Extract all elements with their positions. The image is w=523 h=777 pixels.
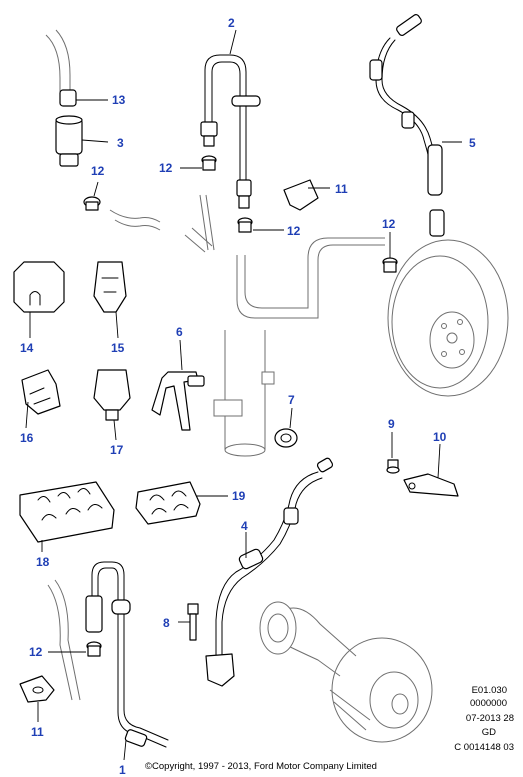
abs-sensor-part-5 (369, 14, 462, 237)
bracket-part-6 (151, 339, 275, 431)
union-part-13 (59, 89, 108, 107)
callout-3: 3 (117, 136, 124, 150)
bolt-part-8 (178, 603, 199, 641)
callout-12-a: 12 (91, 164, 105, 178)
bolt-part-9 (386, 432, 400, 474)
clip-part-17 (93, 369, 131, 441)
clip-part-14 (13, 261, 65, 338)
bolt-part-12-a (83, 181, 101, 211)
callout-5: 5 (469, 136, 476, 150)
clip-part-11-b (19, 675, 55, 722)
callout-2: 2 (228, 16, 235, 30)
hose-end-part-3 (55, 115, 109, 167)
callout-14: 14 (20, 341, 34, 355)
brake-disc (387, 239, 509, 397)
callout-12-e: 12 (29, 645, 43, 659)
callout-12-b: 12 (159, 161, 173, 175)
callout-16: 16 (20, 431, 34, 445)
bolt-part-12-b (180, 155, 217, 171)
ref-line-4: GD (482, 727, 496, 738)
callout-8: 8 (163, 616, 170, 630)
ref-line-2: 0000000 (470, 698, 507, 709)
brake-hose-part-1 (85, 561, 169, 761)
callout-17: 17 (110, 443, 124, 457)
callout-6: 6 (176, 325, 183, 339)
clip-part-15 (93, 261, 127, 339)
bolt-part-12-e (48, 641, 102, 657)
bolt-part-12-d (382, 232, 398, 273)
callout-1: 1 (119, 763, 126, 777)
clip-part-16 (21, 369, 61, 429)
callout-15: 15 (111, 341, 125, 355)
nut-part-7 (274, 407, 298, 448)
callout-10: 10 (433, 430, 447, 444)
callout-11-b: 11 (31, 725, 44, 739)
callout-12-c: 12 (287, 224, 301, 238)
double-clip-part-19 (135, 481, 228, 525)
brake-hose-part-2 (200, 29, 261, 209)
callout-18: 18 (36, 555, 50, 569)
multi-clip-part-18 (19, 481, 115, 552)
ref-line-5: C 0014148 03 (454, 742, 514, 753)
callout-4: 4 (241, 519, 248, 533)
callout-13: 13 (112, 93, 126, 107)
copyright-notice: ©Copyright, 1997 - 2013, Ford Motor Comp… (145, 761, 377, 772)
sensor-bracket-part-10 (403, 443, 459, 497)
ref-line-3: 07-2013 28 (466, 713, 514, 724)
reference-block: E01.030 0000000 07-2013 28 GD C 0014148 … (454, 685, 514, 753)
callout-11-a: 11 (335, 182, 348, 196)
hub-assembly (259, 601, 433, 743)
ref-line-1: E01.030 (472, 685, 507, 696)
abs-sensor-part-4 (205, 457, 334, 687)
background-strut (45, 29, 385, 701)
clip-part-11-a (283, 179, 330, 211)
callout-9: 9 (388, 417, 395, 431)
bolt-part-12-c (237, 217, 284, 233)
callout-19: 19 (232, 489, 246, 503)
callout-12-d: 12 (382, 217, 396, 231)
callout-7: 7 (288, 393, 295, 407)
callout-labels: 2 13 3 5 12 12 11 12 12 6 14 15 7 9 16 1… (20, 16, 476, 777)
